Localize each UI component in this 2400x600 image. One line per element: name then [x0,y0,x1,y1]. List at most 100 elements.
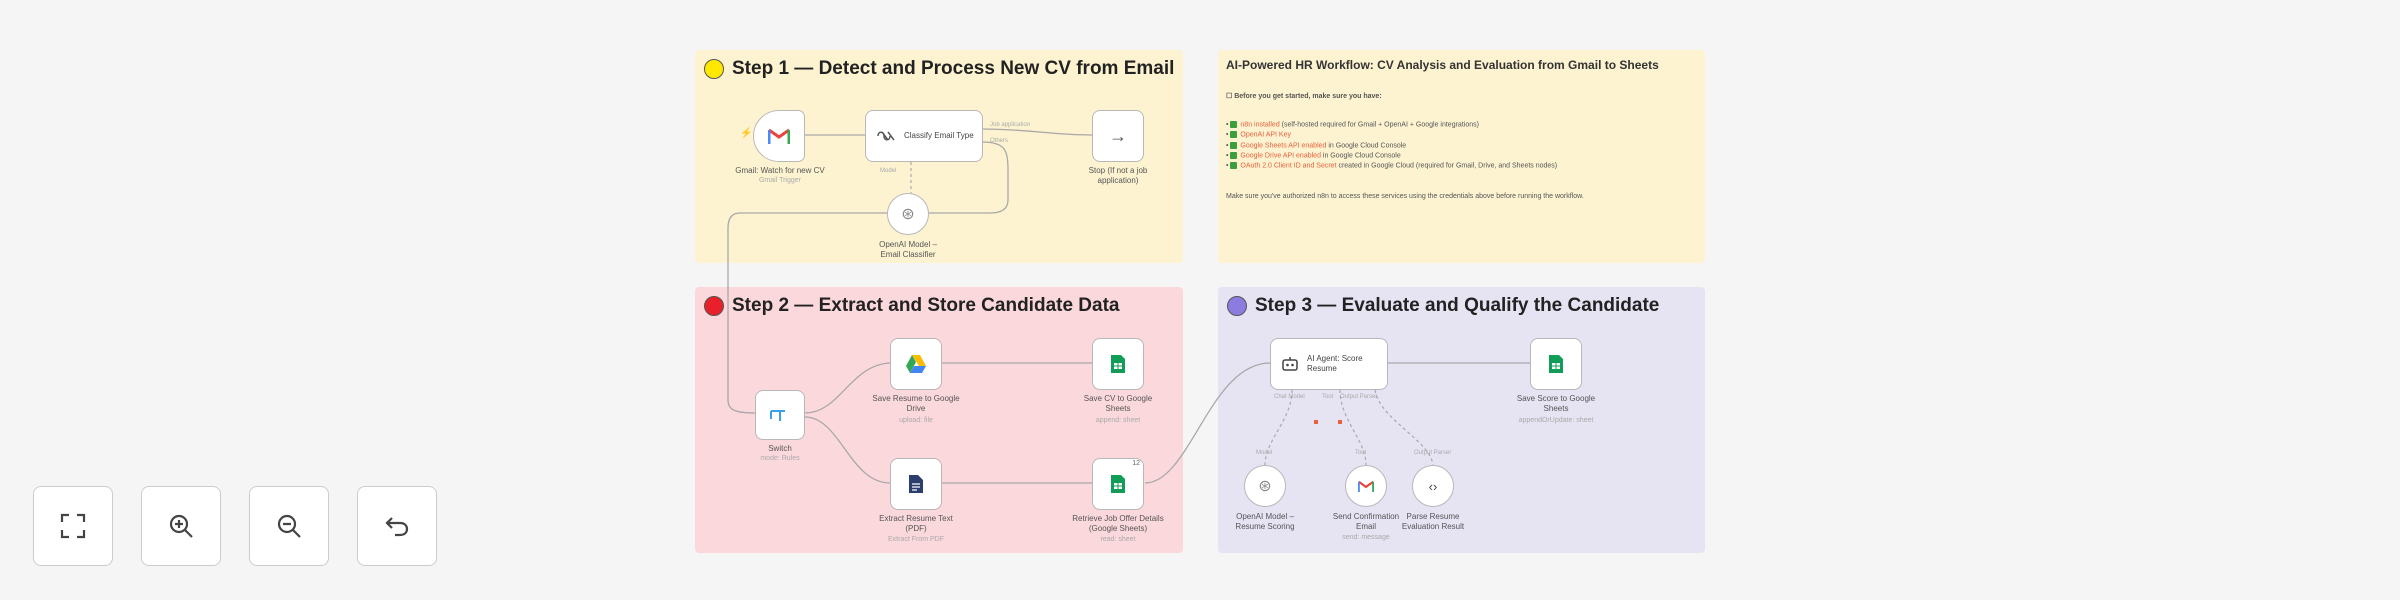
edge-email-tool [1339,389,1367,466]
step2-title-text: Step 2 — Extract and Store Candidate Dat… [732,295,1120,316]
save-score-node[interactable] [1530,338,1582,390]
gmail-trigger-sub: Gmail Trigger [758,177,802,184]
google-sheets-icon [1549,355,1563,373]
req-marker [1338,420,1342,424]
step3-sticky[interactable] [1218,287,1705,553]
check-icon [1230,162,1238,170]
note-title: AI-Powered HR Workflow: CV Analysis and … [1226,58,1659,72]
zoom-out-icon [277,514,301,538]
note-item: • Google Sheets API enabled in Google Cl… [1226,141,1407,150]
openai-scoring-node[interactable]: ⊛ [1244,465,1286,507]
instructions-sticky[interactable] [1218,50,1705,263]
save-cv-sheets-label: Save CV to Google Sheets [1083,394,1153,413]
google-sheets-icon [1111,355,1125,373]
switch-icon [770,410,785,421]
check-icon [1230,121,1238,128]
note-footer: Make sure you've authorized n8n to acces… [1226,193,1584,200]
note-list: • n8n installed (self-hosted required fo… [1226,121,1557,173]
note-item-req: Google Sheets API enabled [1240,142,1327,150]
send-email-node[interactable] [1345,465,1387,507]
step1-title: Step 1 — Detect and Process New CV from … [704,58,1174,80]
gmail-icon [768,128,790,144]
gmail-trigger-label: Gmail: Watch for new CV [735,166,825,175]
edge-scoring-model [1264,389,1293,466]
save-cv-sheets-sub: append: sheet [1095,417,1141,424]
arrow-right-icon: → [1109,125,1127,146]
stop-node[interactable]: → [1092,110,1144,162]
extract-pdf-sub: Extract From PDF [887,536,945,543]
classify-label: Classify Email Type [904,131,974,140]
extract-pdf-node[interactable] [890,458,942,510]
retrieve-job-sub: read: sheet [1100,536,1136,543]
note-item: • OAuth 2.0 Client ID and Secret created… [1226,162,1558,170]
step3-title: Step 3 — Evaluate and Qualify the Candid… [1227,295,1659,317]
fit-view-button[interactable] [33,486,113,566]
switch-sub: mode: Rules [760,455,800,462]
retrieve-job-label: Retrieve Job Offer Details (Google Sheet… [1072,514,1164,533]
undo-button[interactable] [357,486,437,566]
google-drive-icon [906,355,926,373]
openai-icon: ⊛ [901,206,915,223]
edge-label-chat-model: Chat Model [1274,394,1305,400]
ai-agent-node[interactable]: AI Agent: Score Resume [1270,338,1388,390]
stop-label: Stop (If not a job application) [1088,166,1148,185]
save-score-label: Save Score to Google Sheets [1516,394,1596,413]
parse-result-label: Parse Resume Evaluation Result [1401,512,1465,531]
note-item-rest: in Google Cloud Console [1326,142,1407,150]
step3-dot [1227,296,1247,316]
check-icon [1230,131,1238,139]
note-item: • OpenAI API Key [1226,131,1291,139]
ai-agent-label: AI Agent: Score Resume [1307,354,1363,373]
gmail-icon [1358,480,1374,492]
note-item: • n8n installed (self-hosted required fo… [1226,121,1479,129]
req-marker [1314,420,1318,424]
parse-result-node[interactable]: ‹› [1412,465,1454,507]
openai-classifier-node[interactable]: ⊛ [887,193,929,235]
note-item-rest: (self-hosted required for Gmail + OpenAI… [1279,121,1479,129]
robot-icon [1282,357,1298,371]
edge-label-tool2: Tool [1355,450,1367,456]
edge-label-output-parser: Output Parser [1340,394,1378,400]
zoom-out-button[interactable] [249,486,329,566]
edge-label-others: Others [990,138,1009,144]
openai-scoring-label: OpenAI Model – Resume Scoring [1235,512,1295,531]
edge-parser [1374,389,1434,466]
note-item-req: Google Drive API enabled [1240,152,1321,160]
switch-label: Switch [768,444,792,453]
send-email-label: Send Confirmation Email [1332,512,1400,531]
classify-node[interactable]: Classify Email Type [865,110,983,162]
edge-label-parser2: Output Parser [1414,450,1452,456]
fullscreen-icon [60,513,86,539]
trigger-bolt-icon: ⚡ [740,128,753,139]
step2-title: Step 2 — Extract and Store Candidate Dat… [704,295,1120,317]
edge-label-tool: Tool [1322,394,1334,400]
edge-label-job-application: Job application [990,122,1031,128]
code-icon: ‹› [1428,478,1438,494]
edge-job-agent [1144,362,1271,484]
note-item-rest: in Google Cloud Console [1320,152,1401,160]
note-intro: ☐ Before you get started, make sure you … [1226,93,1382,100]
openai-classifier-label: OpenAI Model – Email Classifier [879,240,937,259]
edge-label-model: Model [880,168,897,174]
gmail-trigger-node[interactable] [753,110,805,162]
save-drive-label: Save Resume to Google Drive [872,394,960,413]
note-item-req: OpenAI API Key [1240,131,1291,139]
step3-title-text: Step 3 — Evaluate and Qualify the Candid… [1255,295,1660,316]
save-drive-node[interactable] [890,338,942,390]
pdf-extract-icon [909,475,923,493]
note-item-rest: created in Google Cloud (required for Gm… [1336,162,1558,170]
retrieve-job-badge: 12 [1132,460,1140,467]
step1-title-text: Step 1 — Detect and Process New CV from … [732,58,1175,79]
edge-classify-stop [981,128,1093,136]
save-cv-sheets-node[interactable] [1092,338,1144,390]
edge-switch-drive [804,362,891,414]
extract-pdf-label: Extract Resume Text (PDF) [879,514,953,533]
edge-label-model2: Model [1256,450,1273,456]
check-icon [1230,141,1238,149]
switch-node[interactable] [755,390,805,440]
retrieve-job-node[interactable]: 12 [1092,458,1144,510]
note-item-req: OAuth 2.0 Client ID and Secret [1240,162,1337,170]
zoom-in-button[interactable] [141,486,221,566]
check-icon [1230,152,1238,160]
